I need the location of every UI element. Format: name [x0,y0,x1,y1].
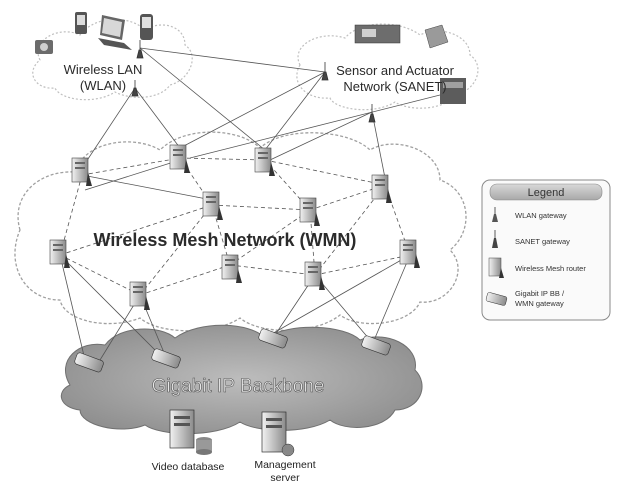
sanet-gateway-icon [492,230,498,248]
backbone-gateway-icon [361,335,391,356]
legend-label-mesh-router: Wireless Mesh router [515,264,586,273]
legend-item: Wireless Mesh router [488,257,586,278]
legend-label-backbone-gateway-line2: WMN gateway [515,299,564,308]
legend-item: Gigabit IP BB / WMN gateway [485,289,565,308]
mesh-router-icon [488,257,504,278]
legend-label-backbone-gateway-line1: Gigabit IP BB / [515,289,565,298]
camera-icon [35,40,53,54]
management-server-label-line1: Management [254,459,315,471]
sanet-label-line1: Sensor and Actuator [336,63,454,78]
wmn-cloud [14,131,467,332]
pda-icon [75,12,87,34]
legend-item: SANET gateway [492,230,570,248]
backbone-gateway-icon [485,292,508,306]
legend-title: Legend [528,187,565,199]
legend-label-wlan-gateway: WLAN gateway [515,211,567,220]
legend-label-sanet-gateway: SANET gateway [515,237,570,246]
wlan-gateway-icon [131,40,144,97]
wlan-gateway-icon [492,207,498,222]
video-database-label: Video database [152,461,225,473]
backbone-gateway-icon [151,348,181,369]
mesh-router-icon [71,157,92,186]
legend: Legend WLAN gateway SANET gateway Wirele… [481,179,611,321]
mesh-router-icon [129,281,150,310]
sensor-chip-icon [424,24,449,49]
management-server-icon [261,411,295,457]
mesh-router-icon [304,261,325,290]
mesh-routers [49,144,420,310]
sensor-board-icon [354,24,401,44]
mesh-router-icon [202,191,223,220]
wlan-label-line2: (WLAN) [80,78,126,93]
backbone-title: Gigabit IP Backbone [152,376,325,397]
solid-links [59,47,441,361]
mesh-router-icon [371,174,392,203]
backbone-gateway-icon [74,352,104,373]
phone-icon [140,14,153,40]
mesh-router-icon [221,254,242,283]
video-database-server-icon [169,409,212,455]
backbone-cloud [60,324,423,435]
mesh-router-icon [399,239,420,268]
legend-item: WLAN gateway [492,207,567,222]
sanet-label-line2: Network (SANET) [343,79,446,94]
laptop-icon [98,15,132,50]
actuator-box-icon [440,78,466,104]
mesh-router-icon [254,147,275,176]
mesh-router-icon [169,144,190,173]
wlan-label-line1: Wireless LAN [64,62,143,77]
backbone-gateway-icon [258,328,288,349]
wmn-title: Wireless Mesh Network (WMN) [94,230,357,250]
sanet-gateway-icon [321,62,376,123]
management-server-label-line2: server [270,472,300,484]
backbone-gateways [74,328,391,373]
mesh-router-icon [49,239,70,268]
mesh-router-icon [299,197,320,226]
